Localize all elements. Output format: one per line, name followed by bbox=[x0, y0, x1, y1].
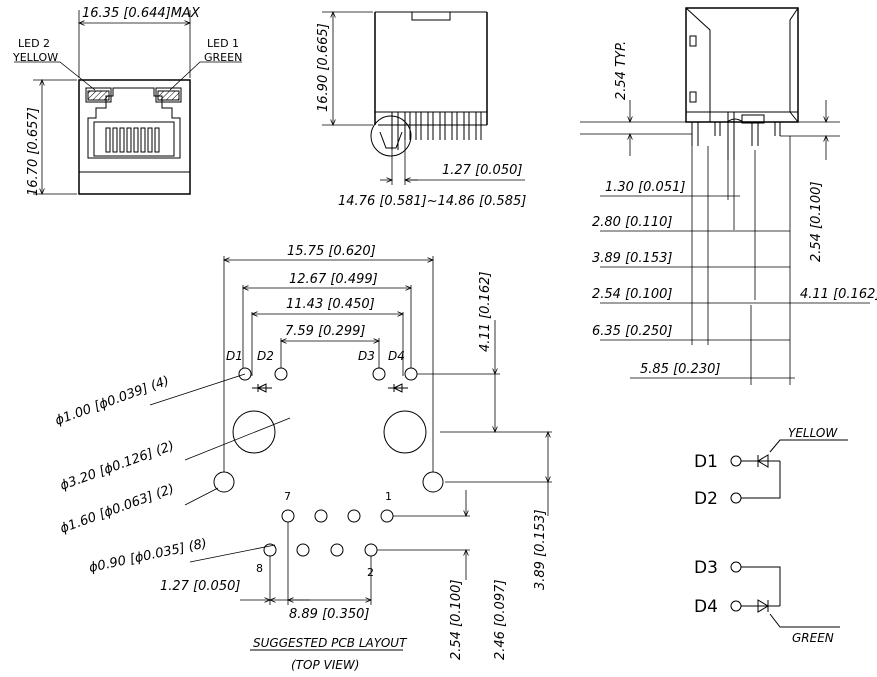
front-view bbox=[14, 10, 242, 194]
pin-1-label: 1 bbox=[385, 490, 392, 503]
dim-2-80: 2.80 [0.110] bbox=[592, 215, 672, 230]
dim-2-54: 2.54 [0.100] bbox=[592, 287, 672, 302]
side-pins bbox=[391, 112, 482, 150]
led-holes bbox=[238, 367, 418, 381]
dim-6-35: 6.35 [0.250] bbox=[592, 324, 672, 339]
signal-holes bbox=[263, 509, 394, 557]
led1-color: GREEN bbox=[204, 51, 242, 64]
pcb-dim-8-89: 8.89 [0.350] bbox=[289, 607, 369, 622]
front-width-dim: 16.35 [0.644]MAX bbox=[82, 6, 201, 21]
led-schematic bbox=[730, 439, 848, 628]
rj45-opening bbox=[87, 87, 181, 159]
led2-color: YELLOW bbox=[12, 51, 58, 64]
dim-3-89: 3.89 [0.153] bbox=[592, 251, 672, 266]
pin-d2-label: D2 bbox=[257, 349, 274, 363]
dim-12-67: 12.67 [0.499] bbox=[289, 272, 378, 287]
dim-11-43: 11.43 [0.450] bbox=[286, 297, 375, 312]
dim-15-75: 15.75 [0.620] bbox=[287, 244, 376, 259]
hole-callout-1-00: ϕ1.00 [ϕ0.039] (4) bbox=[53, 374, 171, 429]
schem-d2: D2 bbox=[694, 489, 718, 509]
side-view bbox=[322, 12, 525, 185]
dim-7-59: 7.59 [0.299] bbox=[285, 324, 365, 339]
hole-callout-0-90: ϕ0.90 [ϕ0.035] (8) bbox=[88, 536, 209, 576]
dim-5-85: 5.85 [0.230] bbox=[640, 362, 720, 377]
side-height-dim: 16.90 [0.665] bbox=[316, 23, 331, 112]
dim-2-54-vertical: 2.54 [0.100] bbox=[809, 182, 824, 262]
detail-circle bbox=[370, 115, 412, 157]
schem-d4: D4 bbox=[694, 597, 718, 617]
side-pitch-dim: 1.27 [0.050] bbox=[442, 163, 522, 178]
dim-4-11-end: 4.11 [0.162] bbox=[800, 287, 877, 302]
dim-1-30: 1.30 [0.051] bbox=[605, 180, 685, 195]
pcb-dim-2-46: 2.46 [0.097] bbox=[493, 580, 508, 660]
end-view bbox=[580, 7, 870, 385]
pin-d1-label: D1 bbox=[226, 349, 243, 363]
contact-fingers bbox=[105, 127, 160, 153]
typ-dim: 2.54 TYP. bbox=[614, 41, 629, 100]
pcb-layout bbox=[149, 256, 552, 651]
pcb-layout-title: SUGGESTED PCB LAYOUT bbox=[253, 636, 408, 650]
schem-green-label: GREEN bbox=[792, 631, 834, 645]
mount-hole-right bbox=[383, 410, 427, 454]
shield-hole-right bbox=[422, 471, 444, 493]
pin-d3-label: D3 bbox=[358, 349, 375, 363]
schem-yellow-label: YELLOW bbox=[788, 426, 838, 440]
side-width-range-dim: 14.76 [0.581]~14.86 [0.585] bbox=[338, 194, 526, 209]
pin-8-label: 8 bbox=[256, 562, 263, 575]
hole-callout-1-60: ϕ1.60 [ϕ0.063] (2) bbox=[58, 482, 176, 537]
pin-d4-label: D4 bbox=[388, 349, 405, 363]
led1-label: LED 1 bbox=[207, 37, 239, 50]
pcb-dim-3-89: 3.89 [0.153] bbox=[533, 510, 548, 590]
led2-label: LED 2 bbox=[18, 37, 50, 50]
pcb-layout-subtitle: (TOP VIEW) bbox=[291, 658, 359, 672]
front-height-dim: 16.70 [0.657] bbox=[26, 107, 41, 196]
schem-d3: D3 bbox=[694, 558, 718, 578]
pcb-dim-4-11: 4.11 [0.162] bbox=[478, 272, 493, 352]
pcb-dim-2-54: 2.54 [0.100] bbox=[449, 580, 464, 660]
pin-7-label: 7 bbox=[284, 490, 291, 503]
pcb-dim-1-27: 1.27 [0.050] bbox=[160, 579, 240, 594]
pin-2-label: 2 bbox=[367, 566, 374, 579]
schem-d1: D1 bbox=[694, 452, 718, 472]
shield-hole-left bbox=[213, 471, 235, 493]
